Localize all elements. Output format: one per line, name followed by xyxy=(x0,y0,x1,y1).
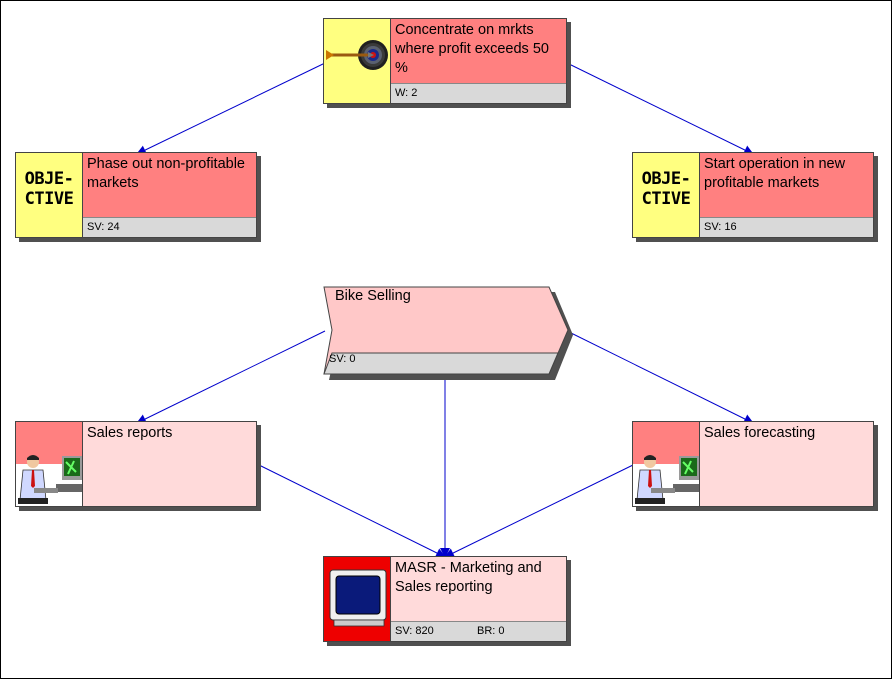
system-icon-pane xyxy=(324,557,391,641)
goal-body: Concentrate on mrkts where profit exceed… xyxy=(391,19,566,103)
task-right-icon-pane xyxy=(633,422,700,506)
edge-task-left-to-system[interactable] xyxy=(258,464,446,558)
goal-footer: W: 2 xyxy=(391,83,566,103)
process-chevron-shape xyxy=(323,286,573,380)
task-left-title: Sales reports xyxy=(87,425,173,441)
task-right-title: Sales forecasting xyxy=(704,425,816,441)
objective-left-footer: SV: 24 xyxy=(83,217,256,237)
objective-badge: OBJE- CTIVE xyxy=(641,169,691,209)
edge-process-to-task-left[interactable] xyxy=(136,330,326,424)
system-body: MASR - Marketing and Sales reporting SV:… xyxy=(391,557,566,641)
objective-badge: OBJE- CTIVE xyxy=(24,169,74,209)
task-left-body: Sales reports xyxy=(83,422,256,506)
objective-right-icon-pane: OBJE- CTIVE xyxy=(633,153,700,237)
system-footer-sv: SV: 820 xyxy=(395,625,434,637)
process-node[interactable]: Bike Selling SV: 0 xyxy=(323,286,573,380)
objective-left-body: Phase out non-profitable markets SV: 24 xyxy=(83,153,256,237)
objective-right-body: Start operation in new profitable market… xyxy=(700,153,873,237)
monitor-icon xyxy=(329,569,387,627)
goal-icon-pane xyxy=(324,19,391,103)
objective-right-title: Start operation in new profitable market… xyxy=(704,156,846,191)
task-right-node[interactable]: Sales forecasting xyxy=(632,421,874,507)
target-dart-icon xyxy=(326,40,388,70)
task-left-icon-pane xyxy=(16,422,83,506)
process-footer: SV: 0 xyxy=(329,353,356,365)
objective-left-title: Phase out non-profitable markets xyxy=(87,156,245,191)
system-title: MASR - Marketing and Sales reporting xyxy=(395,560,542,595)
objective-left-icon-pane: OBJE- CTIVE xyxy=(16,153,83,237)
edge-goal-to-objective-left[interactable] xyxy=(136,62,326,155)
person-at-computer-icon xyxy=(16,455,82,506)
system-footer-br: BR: 0 xyxy=(477,625,505,637)
task-right-body: Sales forecasting xyxy=(700,422,873,506)
edge-process-to-task-right[interactable] xyxy=(566,330,754,424)
system-node[interactable]: MASR - Marketing and Sales reporting SV:… xyxy=(323,556,567,642)
objective-right-footer: SV: 16 xyxy=(700,217,873,237)
goal-title: Concentrate on mrkts where profit exceed… xyxy=(395,22,549,76)
objective-left-node[interactable]: OBJE- CTIVE Phase out non-profitable mar… xyxy=(15,152,257,238)
system-footer: SV: 820 BR: 0 xyxy=(391,621,566,641)
process-title: Bike Selling xyxy=(335,288,411,304)
edge-task-right-to-system[interactable] xyxy=(444,464,634,558)
goal-node[interactable]: Concentrate on mrkts where profit exceed… xyxy=(323,18,567,104)
person-at-computer-icon xyxy=(633,455,699,506)
task-left-node[interactable]: Sales reports xyxy=(15,421,257,507)
objective-right-node[interactable]: OBJE- CTIVE Start operation in new profi… xyxy=(632,152,874,238)
edge-goal-to-objective-right[interactable] xyxy=(566,62,754,155)
